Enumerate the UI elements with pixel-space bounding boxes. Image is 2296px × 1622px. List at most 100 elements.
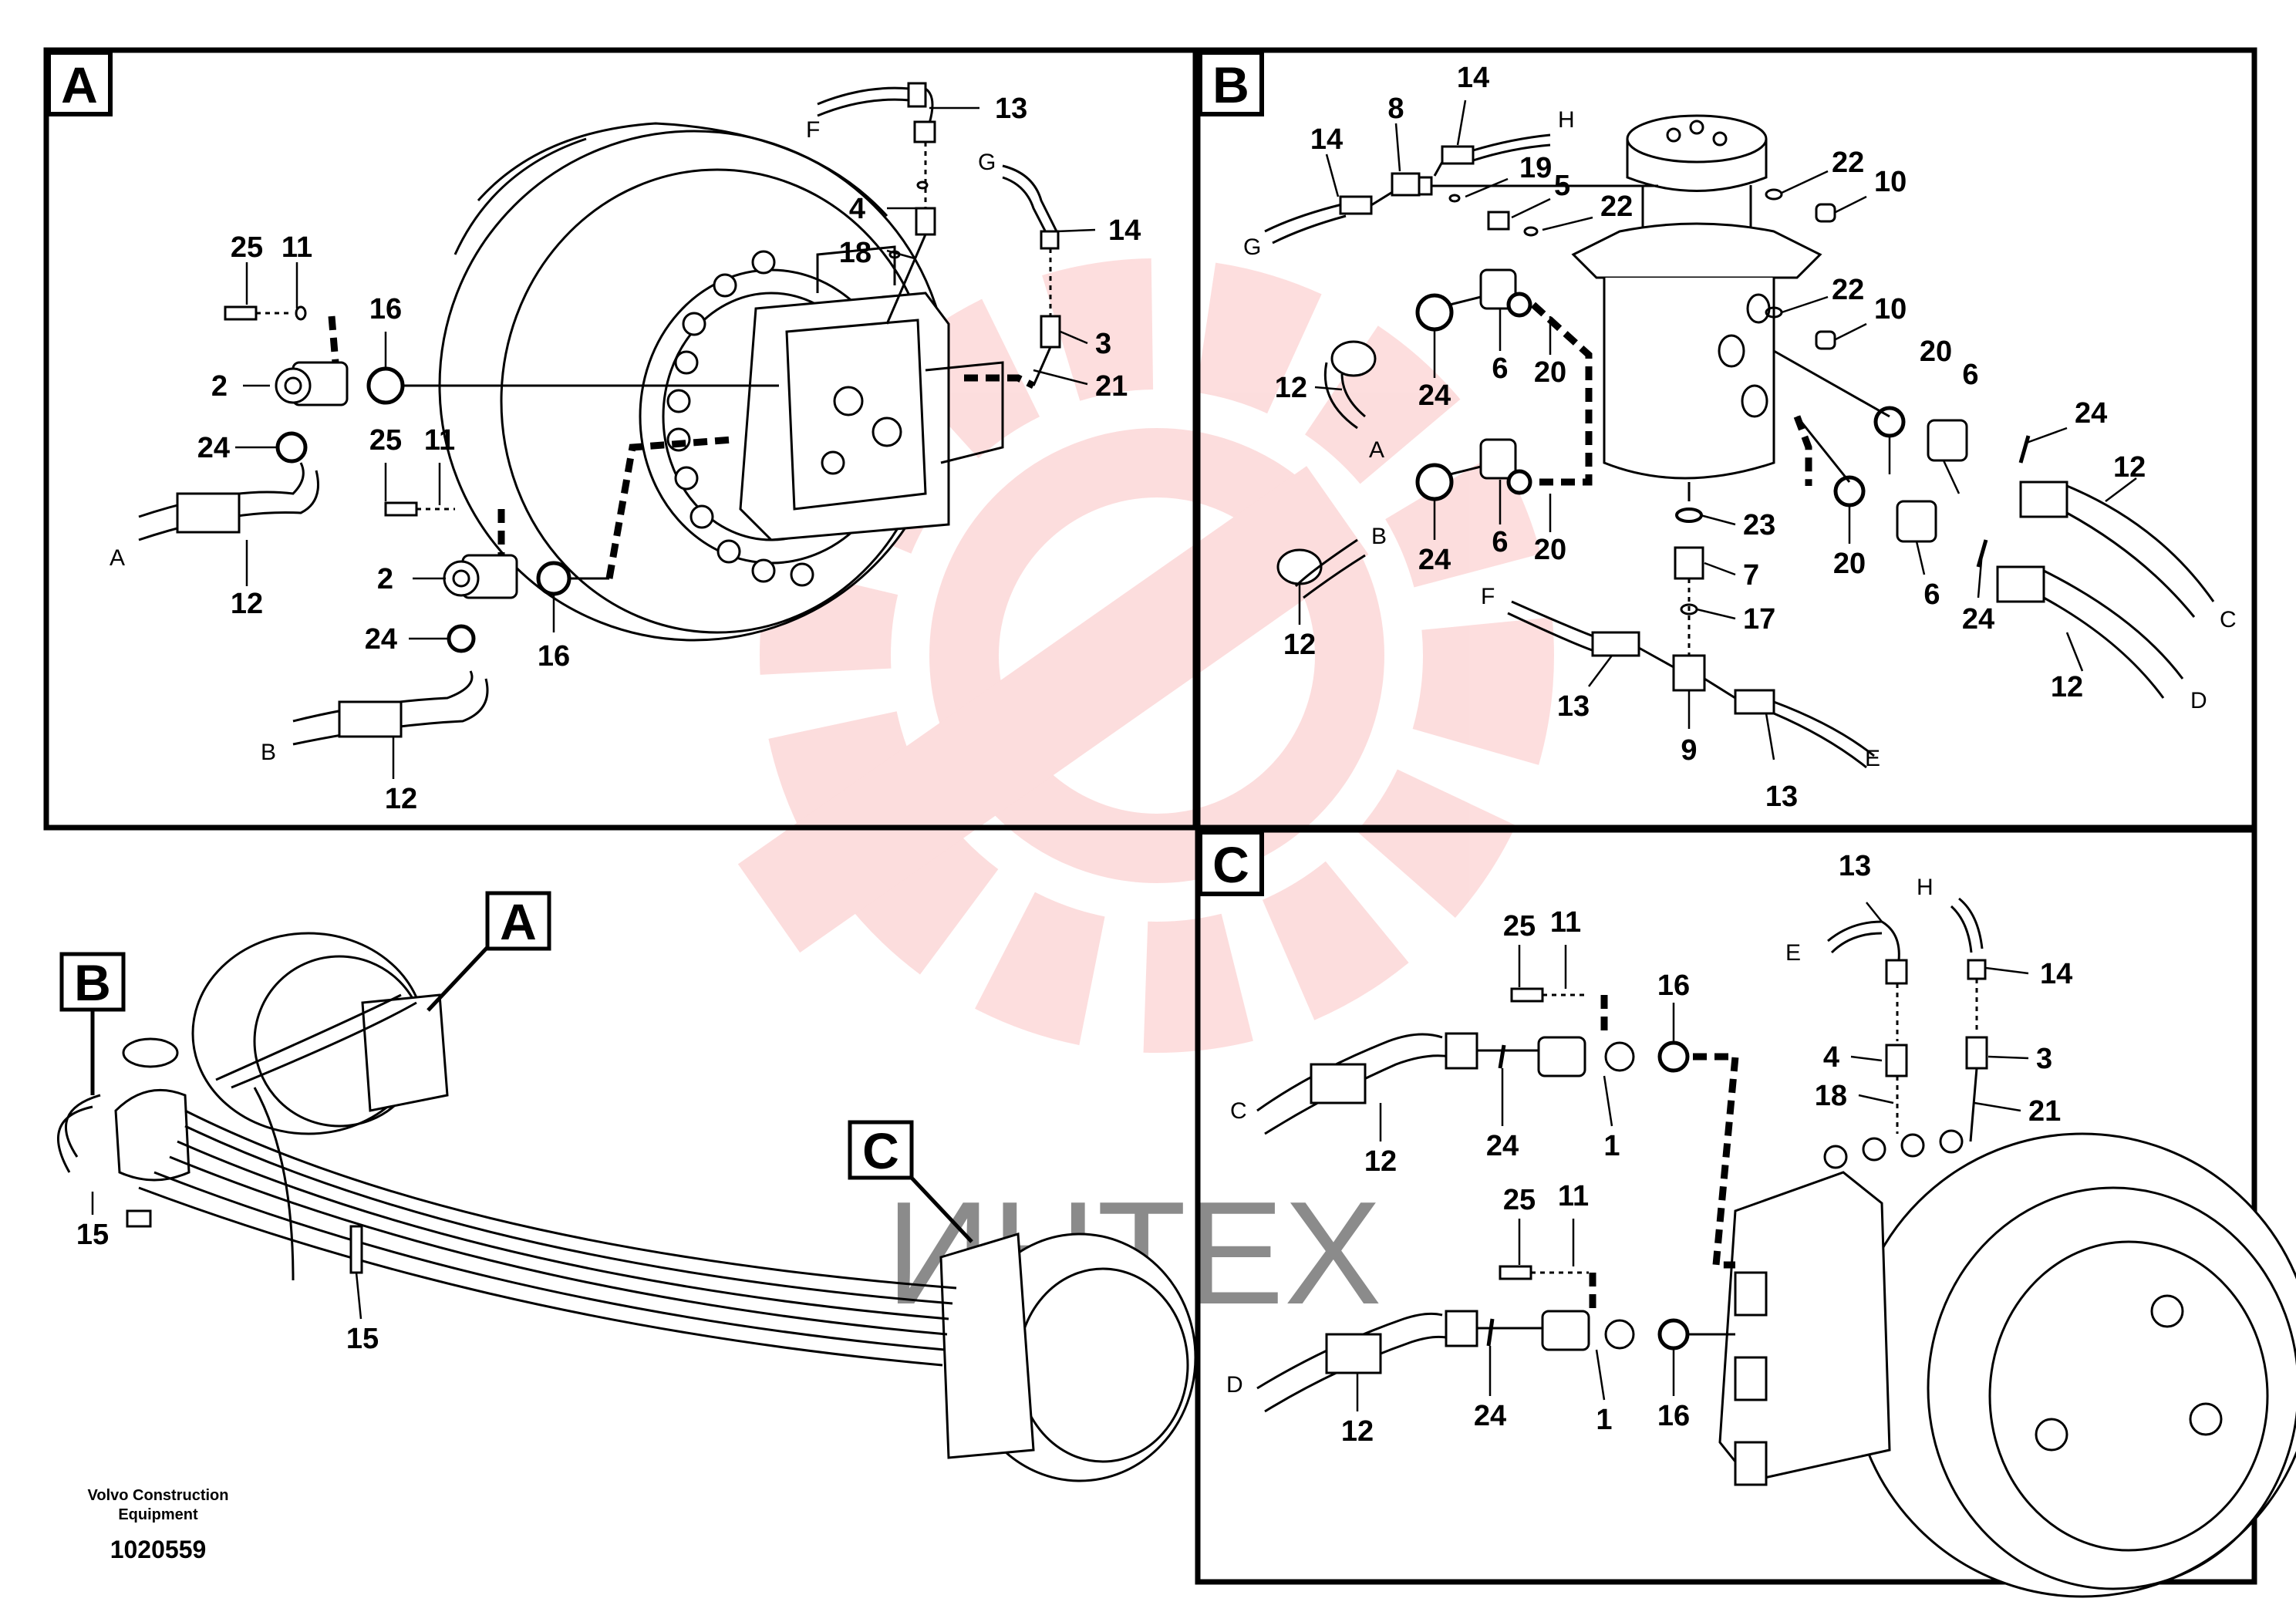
hose-end-letter: B bbox=[261, 740, 276, 765]
panel-c-label: C bbox=[1198, 830, 1264, 896]
callout: 21 bbox=[2028, 1095, 2061, 1128]
panel-c-end-letters: E H C D bbox=[1226, 875, 1934, 1398]
hose-end-letter: E bbox=[1785, 940, 1801, 966]
panel-c-hoses bbox=[1256, 897, 1988, 1413]
overview-label-a: A bbox=[426, 891, 551, 1012]
callout: 10 bbox=[1874, 166, 1907, 198]
callout: 20 bbox=[1534, 356, 1566, 389]
hose-end-letter: F bbox=[806, 117, 820, 143]
callout: 4 bbox=[849, 193, 865, 225]
panel-a-hoses bbox=[138, 82, 1061, 746]
callout: 13 bbox=[1839, 850, 1871, 882]
hose-end-letter: D bbox=[2190, 688, 2207, 713]
callout: 11 bbox=[1558, 1180, 1589, 1212]
panel-b-end-letters: H G A B C D F E bbox=[1243, 107, 2237, 771]
callout: 18 bbox=[1815, 1080, 1847, 1112]
callout: 22 bbox=[1832, 274, 1864, 306]
callout: 21 bbox=[1095, 370, 1128, 403]
callout: 11 bbox=[282, 231, 312, 264]
callout: 6 bbox=[1492, 352, 1508, 385]
callout: 24 bbox=[1962, 603, 1994, 636]
svg-text:A: A bbox=[61, 56, 98, 113]
callout: 11 bbox=[424, 424, 455, 457]
hose-end-letter: A bbox=[110, 545, 125, 571]
hose-end-letter: A bbox=[1369, 437, 1384, 463]
callout: 24 bbox=[365, 623, 397, 656]
panel-a-route-lines bbox=[328, 315, 1036, 579]
hose-end-letter: F bbox=[1481, 584, 1495, 609]
callout: 12 bbox=[385, 783, 417, 815]
callout: 19 bbox=[1519, 152, 1552, 184]
callout: 7 bbox=[1743, 559, 1759, 592]
callout: 23 bbox=[1743, 509, 1775, 541]
panel-c-frame bbox=[1195, 827, 2257, 1585]
callout: 20 bbox=[1534, 534, 1566, 566]
callout: 24 bbox=[1418, 544, 1451, 576]
callout: 2 bbox=[377, 563, 393, 595]
callout: 14 bbox=[1310, 123, 1343, 156]
callout: 13 bbox=[1765, 781, 1798, 813]
callout: 24 bbox=[1418, 379, 1451, 412]
callout: 15 bbox=[346, 1323, 379, 1355]
callout: 3 bbox=[2036, 1043, 2052, 1075]
hose-end-letter: H bbox=[1558, 107, 1575, 133]
callout: 22 bbox=[1832, 147, 1864, 179]
callout: 12 bbox=[2051, 671, 2083, 703]
callout: 20 bbox=[1833, 548, 1866, 580]
svg-text:B: B bbox=[74, 954, 111, 1011]
callout: 22 bbox=[1600, 191, 1633, 223]
callout: 4 bbox=[1823, 1041, 1839, 1074]
manufacturer-line2: Equipment bbox=[118, 1506, 198, 1523]
callout: 16 bbox=[1657, 969, 1690, 1002]
callout: 17 bbox=[1743, 603, 1775, 636]
callout: 12 bbox=[1364, 1145, 1397, 1178]
callout: 14 bbox=[1108, 214, 1141, 247]
hose-end-letter: G bbox=[1243, 234, 1261, 260]
callout: 6 bbox=[1923, 578, 1940, 611]
callout: 25 bbox=[369, 424, 402, 457]
panel-c-route-lines bbox=[1589, 995, 1739, 1311]
panel-a-motor-drawing bbox=[438, 122, 1004, 642]
callout: 12 bbox=[2113, 451, 2146, 484]
callout: 2 bbox=[211, 370, 228, 403]
callout: 16 bbox=[538, 640, 570, 673]
bolt-circle bbox=[666, 250, 814, 587]
callout: 24 bbox=[197, 432, 230, 464]
callout: 9 bbox=[1681, 734, 1697, 767]
panel-a-leaders bbox=[235, 106, 1096, 779]
callout: 16 bbox=[1657, 1400, 1690, 1432]
panel-frames bbox=[43, 47, 2257, 1585]
brand-watermark-logo bbox=[737, 258, 1554, 1053]
callout: 13 bbox=[1557, 690, 1590, 723]
callout: 12 bbox=[1283, 629, 1316, 661]
callout: 12 bbox=[231, 588, 263, 620]
callout: 15 bbox=[76, 1219, 109, 1251]
panel-b-label: B bbox=[1198, 50, 1264, 116]
callout: 8 bbox=[1387, 93, 1404, 125]
callout: 25 bbox=[1503, 1184, 1536, 1216]
callout: 1 bbox=[1596, 1404, 1612, 1436]
callout: 12 bbox=[1341, 1415, 1374, 1448]
callout: 12 bbox=[1275, 372, 1307, 404]
callout: 16 bbox=[369, 293, 402, 325]
panel-b-leaders bbox=[1298, 99, 2137, 760]
svg-text:B: B bbox=[1212, 56, 1249, 113]
callout: 14 bbox=[2040, 958, 2072, 990]
callout: 6 bbox=[1492, 526, 1508, 558]
hose-end-letter: H bbox=[1917, 875, 1934, 900]
callout: 20 bbox=[1920, 336, 1952, 368]
overview-label-c: C bbox=[848, 1120, 973, 1243]
callout: 1 bbox=[1603, 1130, 1620, 1162]
hose-end-letter: D bbox=[1226, 1372, 1243, 1398]
footer-credit: Volvo Construction Equipment 1020559 bbox=[88, 1487, 229, 1563]
overview-callouts: 15 15 bbox=[76, 1219, 379, 1355]
callout: 18 bbox=[839, 237, 872, 269]
manufacturer-line1: Volvo Construction bbox=[88, 1487, 229, 1504]
hose-end-letter: C bbox=[1230, 1098, 1247, 1124]
svg-text:C: C bbox=[862, 1122, 899, 1179]
callout: 3 bbox=[1095, 328, 1111, 360]
callout: 24 bbox=[2075, 397, 2107, 430]
panel-a-label: A bbox=[46, 50, 113, 116]
